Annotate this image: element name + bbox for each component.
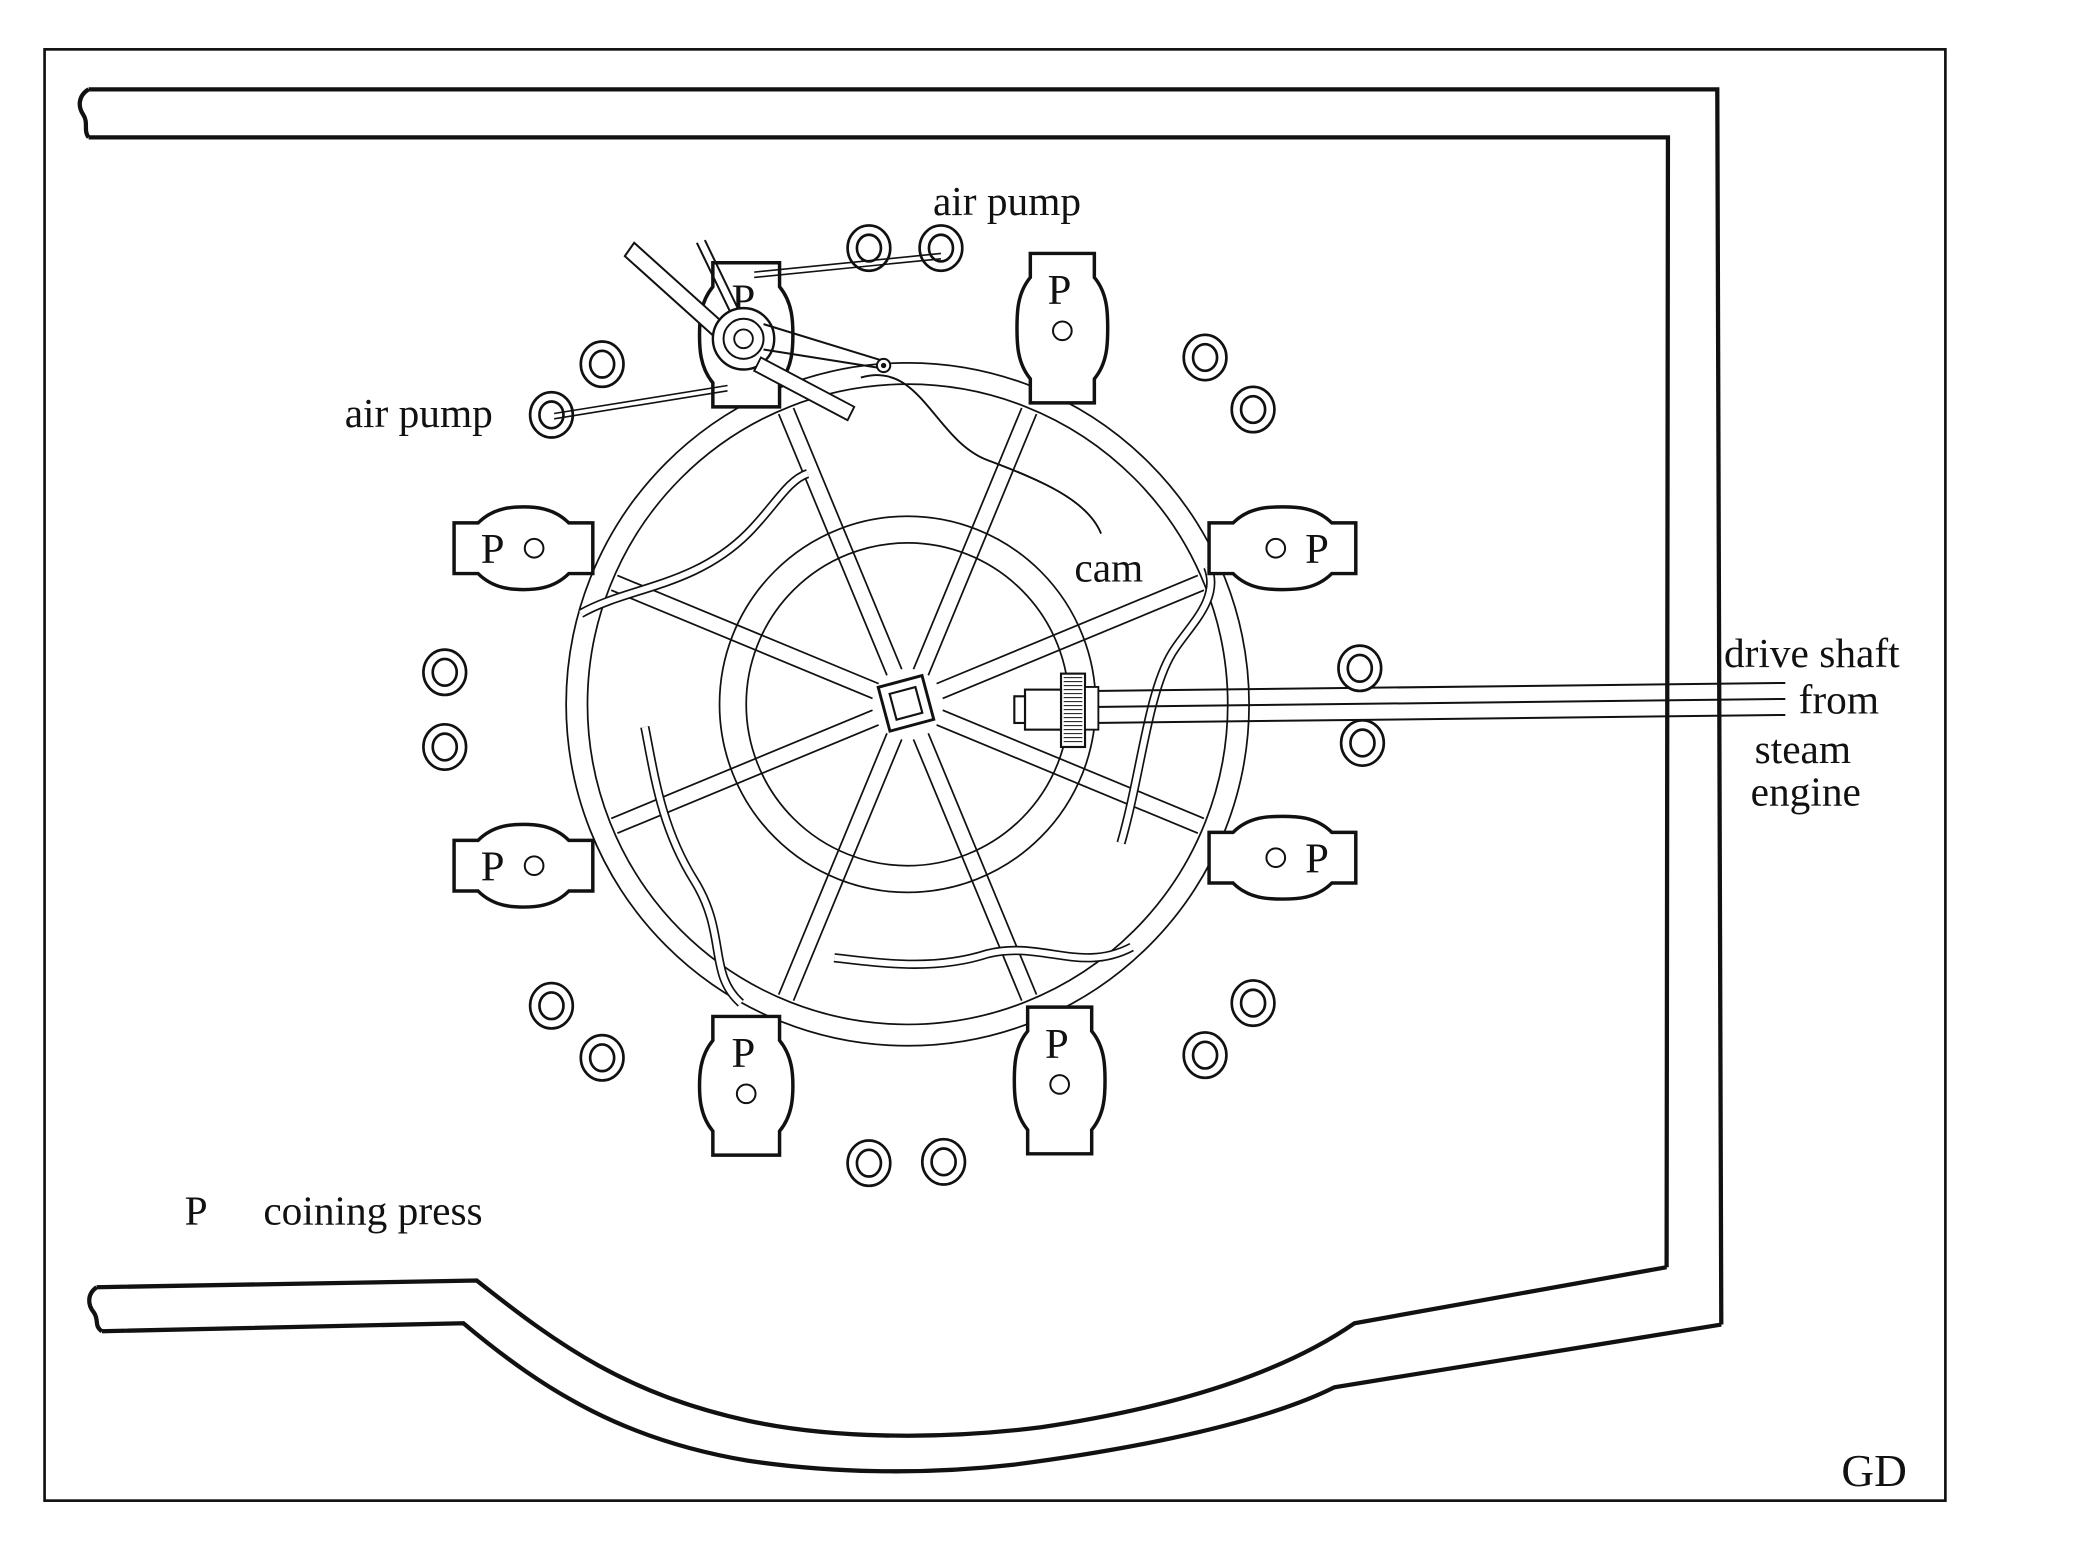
wall-top-outer [88, 87, 1724, 1325]
pillar-ring-icon [920, 1137, 967, 1186]
cam-track [578, 374, 1216, 1007]
pinion-end [1013, 695, 1027, 725]
press-label: P [732, 1030, 756, 1077]
press-die-icon [1049, 1074, 1071, 1095]
press-body [452, 822, 595, 909]
wheel-spoke [777, 407, 903, 676]
shaft-collar [1084, 686, 1100, 731]
pinion-block [1023, 688, 1063, 731]
main-wheel [565, 361, 1250, 1047]
wheel-hub-inner [888, 685, 924, 722]
press-right-upper: P [1207, 505, 1358, 592]
press-die-icon [1265, 537, 1287, 559]
wheel-spokes [610, 407, 1205, 1001]
drive-shaft-line [1091, 681, 1786, 692]
pillar-rings [422, 224, 1386, 1188]
cam-track-segment [641, 726, 743, 1006]
linkage-pivot-inner [733, 328, 754, 350]
pillar-ring-icon [1230, 385, 1276, 434]
building-wall [77, 87, 1724, 1474]
pump-rod-top [754, 257, 942, 279]
cam-track-segment [640, 726, 745, 1007]
press-label: P [1305, 526, 1329, 573]
pump-rod-left [553, 384, 728, 415]
press-left-upper: P [452, 505, 595, 592]
legend-symbol: P [185, 1188, 208, 1234]
linkage-rod [703, 239, 744, 318]
cam-track-segment [1118, 565, 1214, 844]
bevel-gear [1059, 672, 1087, 749]
wall-bottom-break [87, 1285, 104, 1334]
press-bottom-left: P [697, 1014, 795, 1157]
press-label: P [481, 843, 505, 890]
press-label: P [1305, 835, 1329, 882]
linkage-rod [695, 242, 736, 321]
wheel-spoke [610, 574, 879, 700]
pillar-ring-icon [1337, 644, 1383, 693]
cam-track-segment [860, 374, 1102, 534]
drive-shaft-line [1091, 713, 1786, 724]
cam-track-segment [579, 470, 809, 617]
press-label: P [1048, 267, 1072, 314]
press-label: P [1045, 1021, 1069, 1068]
press-left-lower: P [452, 822, 595, 909]
pillar-ring-icon [579, 340, 625, 389]
drive-shaft [1013, 672, 1786, 749]
pump-rod-top [754, 252, 942, 273]
outer-frame [43, 48, 1947, 1502]
linkage-rod [763, 323, 882, 362]
label-engine: engine [1751, 769, 1861, 815]
air-pump-linkage [553, 239, 942, 422]
press-top-right: P [1015, 251, 1110, 405]
pillar-ring-icon [528, 981, 575, 1030]
signature: GD [1841, 1446, 1907, 1496]
wall-bottom-outer [101, 1321, 1722, 1474]
pillar-ring-icon [579, 1033, 625, 1082]
pillar-ring-icon [528, 390, 575, 439]
label-air-pump-top: air pump [933, 178, 1081, 224]
wheel-rim-inner [586, 383, 1229, 1026]
wall-top-inner [88, 135, 1671, 1268]
press-die-icon [1052, 320, 1073, 342]
press-die-icon [523, 855, 545, 877]
cam-track-segment [833, 944, 1134, 968]
pump-rod-left [553, 390, 728, 420]
pillar-ring-icon [918, 224, 964, 273]
pillar-ring-icon [422, 722, 468, 771]
press-label: P [481, 526, 505, 573]
pillar-ring-icon [422, 648, 468, 697]
press-die-icon [735, 1083, 757, 1105]
label-air-pump-left: air pump [345, 390, 493, 436]
pillar-ring-icon [1230, 979, 1276, 1028]
linkage-lever [752, 356, 856, 422]
wall-top-break [77, 87, 91, 139]
press-die-icon [523, 537, 545, 559]
press-right-lower: P [1207, 814, 1358, 901]
pillar-ring-icon [846, 1139, 892, 1188]
pillar-ring-icon [1339, 718, 1386, 767]
drive-shaft-line [1091, 697, 1786, 708]
wall-bottom-inner [96, 1265, 1667, 1438]
press-body [452, 505, 595, 592]
wheel-spoke [936, 574, 1205, 700]
wheel-spoke [777, 732, 903, 1001]
pillar-ring-icon [1182, 333, 1228, 382]
press-bottom-right: P [1012, 1005, 1107, 1156]
label-from: from [1799, 677, 1879, 723]
label-drive-shaft: drive shaft [1724, 630, 1900, 676]
legend-text: coining press [263, 1188, 482, 1234]
press-die-icon [1265, 847, 1287, 869]
linkage-joint-dot [880, 362, 887, 369]
bevel-gear-teeth [1063, 677, 1083, 743]
wheel-spoke [936, 709, 1205, 834]
wheel-spoke [912, 407, 1038, 676]
label-cam: cam [1074, 545, 1143, 591]
pillar-ring-icon [1182, 1031, 1228, 1080]
linkage-rod [763, 348, 882, 370]
label-steam: steam [1755, 726, 1851, 772]
